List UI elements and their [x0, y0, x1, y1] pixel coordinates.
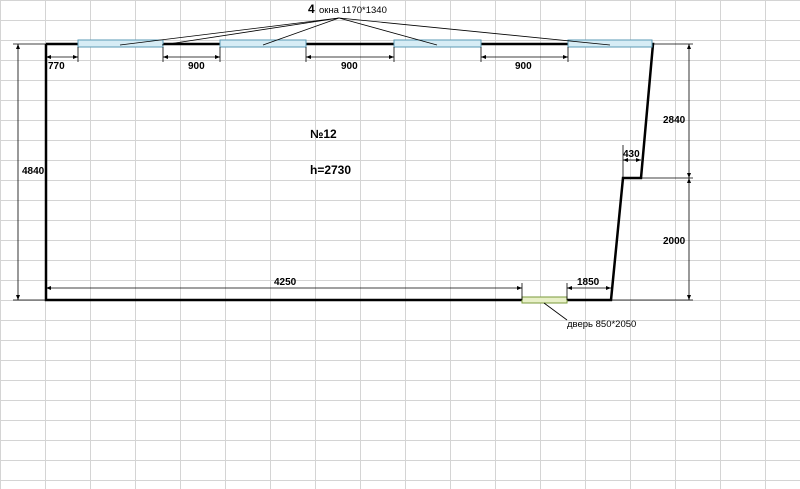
windows — [77, 39, 653, 48]
door-leader — [543, 302, 568, 321]
dim-gap-3: 900 — [515, 61, 532, 72]
dim-right-upper: 2840 — [663, 115, 686, 126]
door — [521, 296, 568, 304]
dim-gap-1: 900 — [188, 61, 205, 72]
window-2 — [219, 39, 307, 48]
window-4 — [567, 39, 653, 48]
dim-gap-2: 900 — [341, 61, 358, 72]
dim-step-width: 430 — [623, 149, 640, 160]
door-label: дверь 850*2050 — [567, 319, 636, 330]
window-count: 4 — [308, 2, 315, 16]
window-spec: окна 1170*1340 — [319, 5, 387, 16]
dim-top-offset: 770 — [48, 61, 65, 72]
room-height: h=2730 — [310, 163, 351, 177]
dim-right-lower: 2000 — [663, 236, 686, 247]
window-3 — [393, 39, 482, 48]
callout-leaders — [119, 17, 611, 46]
dim-left-height: 4840 — [22, 166, 45, 177]
dim-bottom-length: 4250 — [274, 277, 297, 288]
arrowheads — [16, 44, 691, 300]
room-number: №12 — [310, 127, 337, 141]
dim-bottom-right: 1850 — [577, 277, 600, 288]
window-1 — [77, 39, 164, 48]
dimension-lines — [13, 43, 693, 301]
